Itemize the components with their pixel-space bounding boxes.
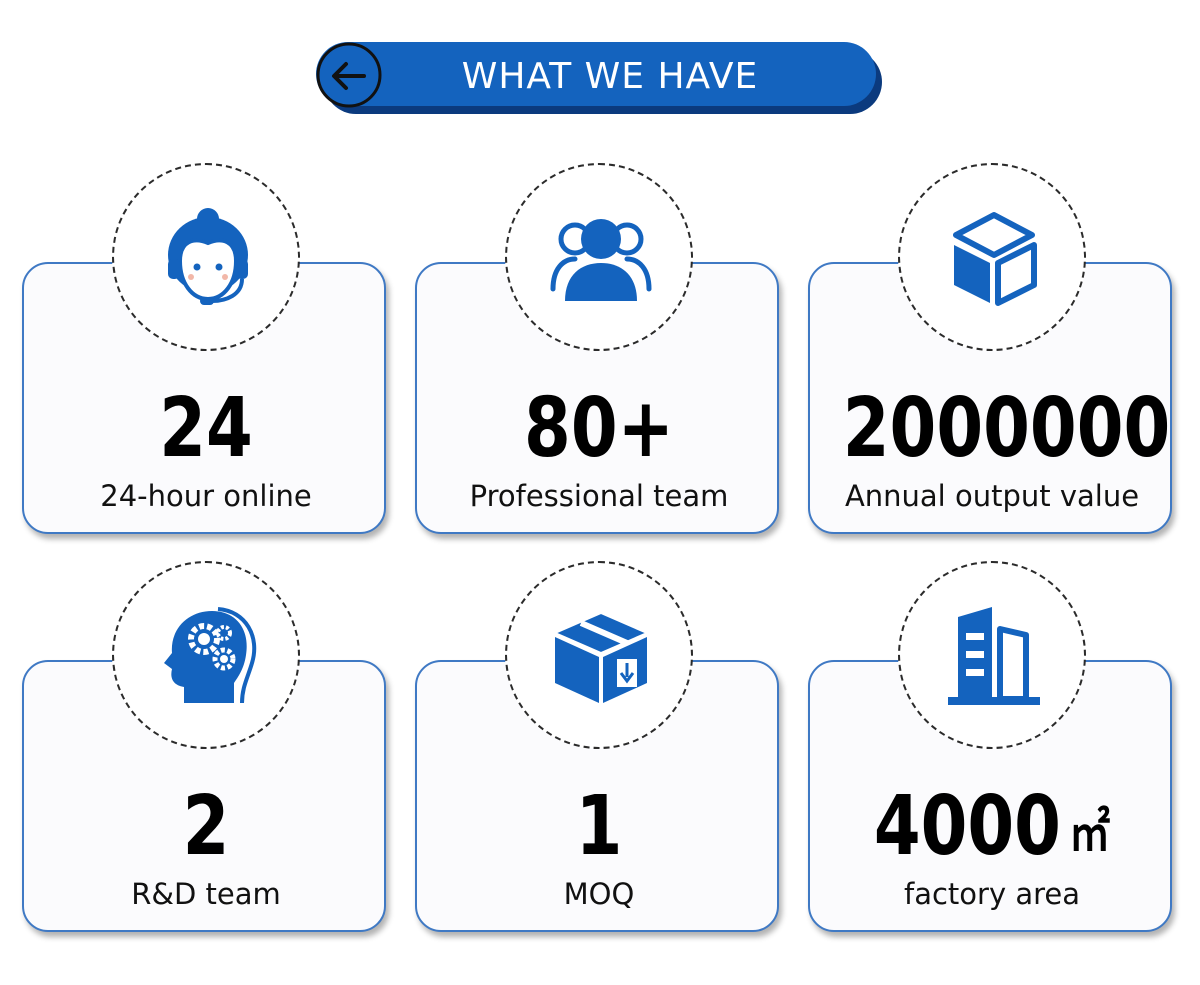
stat-label: Professional team	[469, 479, 729, 513]
factory-building-icon	[948, 607, 1040, 705]
package-box-icon	[552, 611, 650, 703]
icon-ring	[505, 163, 693, 351]
stat-label: factory area	[903, 877, 1080, 911]
customer-service-icon	[168, 208, 248, 305]
arrow-left-icon[interactable]	[316, 42, 382, 108]
header-pill	[316, 42, 876, 106]
stat-value: 1	[575, 779, 623, 874]
stat-label: MOQ	[563, 877, 635, 911]
cube-icon	[953, 212, 1037, 306]
stat-value: 2	[182, 779, 230, 874]
section-title: WHAT WE HAVE	[461, 56, 759, 97]
stat-label: R&D team	[131, 877, 281, 911]
head-gears-icon	[164, 607, 257, 704]
stat-value: 2000000	[842, 381, 1171, 476]
icon-ring	[505, 561, 693, 749]
stat-value: 24	[159, 381, 253, 476]
icon-ring	[898, 561, 1086, 749]
stat-unit: ㎡	[1069, 804, 1111, 862]
stat-card-team: 80+ Professional team	[415, 262, 779, 534]
stat-label: 24-hour online	[100, 479, 312, 513]
icon-ring	[112, 163, 300, 351]
team-icon	[550, 219, 652, 301]
stat-value: 80+	[524, 381, 674, 476]
stat-label: Annual output value	[844, 479, 1140, 513]
icon-ring	[112, 561, 300, 749]
section-header: WHAT WE HAVE	[316, 42, 886, 118]
icon-ring	[898, 163, 1086, 351]
